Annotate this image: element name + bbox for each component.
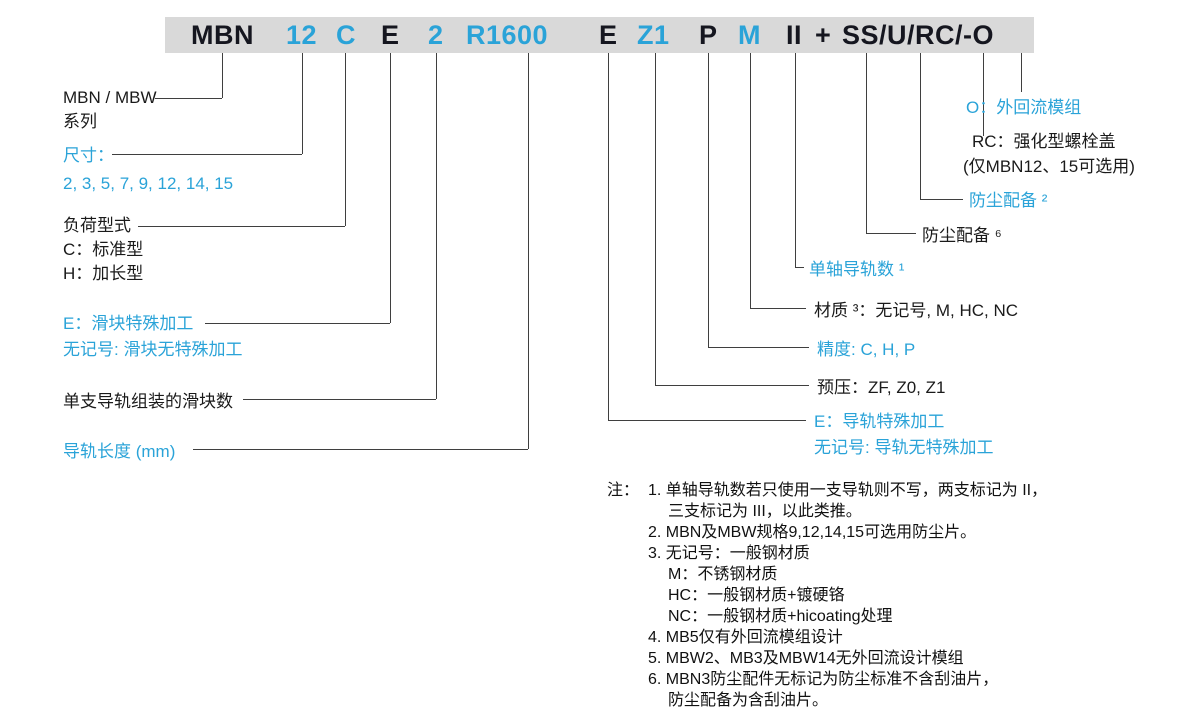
connector-block-count-v	[436, 53, 437, 399]
connector-material-h	[750, 308, 806, 309]
connector-block-machining-v	[390, 53, 391, 323]
label-block-machining-line2: 无记号: 滑块无特殊加工	[63, 340, 243, 359]
label-rail-machining-line1: E：导轨特殊加工	[814, 412, 945, 431]
code-segment-preload: Z1	[637, 20, 670, 50]
label-block-machining: E：滑块特殊加工 无记号: 滑块无特殊加工	[63, 311, 242, 363]
code-segment-block-machining: E	[381, 20, 400, 50]
connector-block-machining-h	[205, 323, 390, 324]
note-line-2: 2. MBN及MBW规格9,12,14,15可选用防尘片。	[648, 524, 977, 541]
connector-dust2-v	[920, 53, 921, 199]
connector-block-count-h	[243, 399, 436, 400]
label-rail-machining: E：导轨特殊加工 无记号: 导轨无特殊加工	[814, 409, 993, 461]
connector-dust6-h	[866, 233, 916, 234]
note-line-1a: 1. 单轴导轨数若只使用一支导轨则不写，两支标记为 II，	[648, 482, 1048, 499]
connector-series-v	[222, 53, 223, 98]
note-line-4: 4. MB5仅有外回流模组设计	[648, 629, 843, 646]
code-segment-options: SS/U/RC/-O	[842, 20, 995, 50]
label-accuracy: 精度: C, H, P	[817, 337, 915, 362]
label-material-line1: 材质 ³：无记号, M, HC, NC	[814, 301, 1018, 320]
notes-prefix: 注：	[607, 482, 640, 499]
connector-load-type-v	[345, 53, 346, 226]
label-series-line2: 系列	[63, 112, 97, 131]
connector-preload-h	[655, 385, 809, 386]
connector-rail-machining-v	[608, 53, 609, 420]
label-series-line1: MBN / MBW	[63, 88, 157, 107]
label-external-circulation-line1: O：外回流模组	[966, 98, 1082, 117]
label-dust-protection-6: 防尘配备 ⁶	[922, 223, 1002, 248]
code-segment-plus: +	[815, 20, 832, 50]
label-series: MBN / MBW 系列	[63, 86, 157, 134]
label-blocks-per-rail-line1: 单支导轨组装的滑块数	[63, 392, 233, 411]
label-preload: 预压：ZF, Z0, Z1	[817, 375, 945, 400]
label-load-type-line3: H：加长型	[63, 264, 144, 283]
label-rail-machining-line2: 无记号: 导轨无特殊加工	[814, 438, 994, 457]
note-line-3c: HC：一般钢材质+镀硬铬	[668, 587, 845, 604]
code-segment-accuracy: P	[699, 20, 718, 50]
label-bolt-cover-line1: RC：强化型螺栓盖	[972, 132, 1116, 151]
label-bolt-cover: RC：强化型螺栓盖 (仅MBN12、15可选用)	[963, 129, 1135, 179]
connector-bolt-cover-v	[983, 53, 984, 136]
label-rails-per-axis: 单轴导轨数 ¹	[809, 257, 904, 282]
code-segment-series: MBN	[191, 20, 254, 50]
label-size-line1: 尺寸：	[63, 146, 114, 165]
connector-dust2-h	[920, 199, 963, 200]
notes-lines: 1. 单轴导轨数若只使用一支导轨则不写，两支标记为 II， 三支标记为 III，…	[648, 480, 1047, 711]
connector-rail-count-v	[795, 53, 796, 267]
note-line-5: 5. MBW2、MB3及MBW14无外回流设计模组	[648, 650, 964, 667]
label-size-line2: 2, 3, 5, 7, 9, 12, 14, 15	[63, 174, 234, 193]
connector-rail-machining-h	[608, 420, 806, 421]
connector-size-h	[112, 154, 302, 155]
connector-material-v	[750, 53, 751, 308]
connector-accuracy-h	[708, 347, 809, 348]
note-line-3a: 3. 无记号：一般钢材质	[648, 545, 810, 562]
label-dust-protection-6-line1: 防尘配备 ⁶	[922, 226, 1002, 245]
label-load-type-line1: 负荷型式	[63, 216, 131, 235]
label-dust-protection-2-line1: 防尘配备 ²	[969, 191, 1048, 210]
label-dust-protection-2: 防尘配备 ²	[969, 188, 1047, 213]
note-line-6a: 6. MBN3防尘配件无标记为防尘标准不含刮油片，	[648, 671, 999, 688]
connector-accuracy-v	[708, 53, 709, 347]
label-rail-length: 导轨长度 (mm)	[63, 439, 175, 464]
label-external-circulation: O：外回流模组	[966, 95, 1081, 120]
label-accuracy-line1: 精度: C, H, P	[817, 340, 916, 359]
note-line-3d: NC：一般钢材质+hicoating处理	[668, 608, 893, 625]
label-size: 尺寸： 2, 3, 5, 7, 9, 12, 14, 15	[63, 142, 233, 198]
connector-preload-v	[655, 53, 656, 385]
label-blocks-per-rail: 单支导轨组装的滑块数	[63, 389, 233, 414]
connector-dust6-v	[866, 53, 867, 233]
connector-load-type-h	[138, 226, 345, 227]
label-rail-length-line1: 导轨长度 (mm)	[63, 442, 176, 461]
code-segment-rail-length: R1600	[466, 20, 549, 50]
code-segment-load-type: C	[336, 20, 356, 50]
label-material: 材质 ³：无记号, M, HC, NC	[814, 298, 1018, 323]
connector-rail-count-h	[795, 267, 804, 268]
connector-rail-length-v	[528, 53, 529, 449]
code-segment-rail-machining: E	[599, 20, 618, 50]
label-load-type-line2: C：标准型	[63, 240, 144, 259]
notes-section: 注： 1. 单轴导轨数若只使用一支导轨则不写，两支标记为 II， 三支标记为 I…	[607, 480, 1047, 711]
label-bolt-cover-line2: (仅MBN12、15可选用)	[963, 157, 1135, 176]
connector-rail-length-h	[193, 449, 528, 450]
label-preload-line1: 预压：ZF, Z0, Z1	[817, 378, 946, 397]
note-line-1b: 三支标记为 III，以此类推。	[668, 503, 862, 520]
connector-series-h	[155, 98, 222, 99]
connector-size-v	[302, 53, 303, 154]
connector-circulation-v	[1021, 53, 1022, 92]
code-segment-rail-count: II	[786, 20, 803, 50]
note-line-6b: 防尘配备为含刮油片。	[668, 692, 829, 709]
label-rails-per-axis-line1: 单轴导轨数 ¹	[809, 260, 905, 279]
label-load-type: 负荷型式 C：标准型 H：加长型	[63, 214, 143, 286]
code-segment-material: M	[738, 20, 761, 50]
model-code-bar	[165, 17, 1034, 53]
code-segment-block-count: 2	[428, 20, 444, 50]
label-block-machining-line1: E：滑块特殊加工	[63, 314, 194, 333]
code-segment-size: 12	[286, 20, 318, 50]
note-line-3b: M：不锈钢材质	[668, 566, 778, 583]
